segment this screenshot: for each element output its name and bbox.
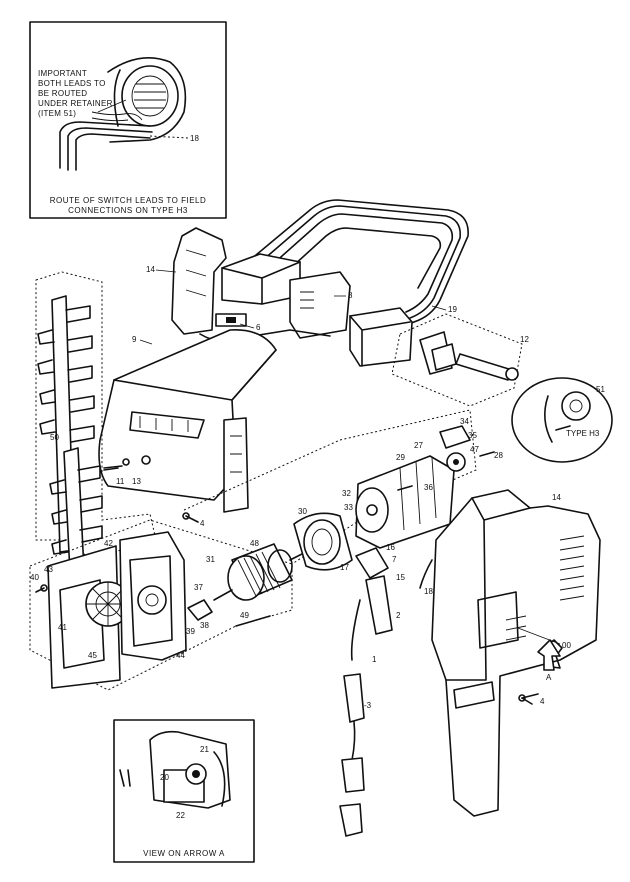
callout-4-upper: 4: [200, 519, 205, 528]
armature-48: [213, 543, 307, 627]
callout-3: -3: [364, 701, 372, 710]
callout-00: 00: [562, 641, 571, 650]
inset-note-line-1: IMPORTANT: [38, 69, 87, 78]
inset-note-line-3: BE ROUTED: [38, 89, 87, 98]
callout-38: 38: [200, 621, 209, 630]
callout-42: 42: [104, 539, 113, 548]
callout-16: 16: [386, 543, 395, 552]
arrow-a-label: A: [546, 673, 552, 682]
callout-37: 37: [194, 583, 203, 592]
gear-case-assembly: [29, 519, 293, 691]
callout-29: 29: [396, 453, 405, 462]
callout-36: 36: [424, 483, 433, 492]
callout-30: 30: [298, 507, 307, 516]
callout-39: 39: [186, 627, 195, 636]
callout-9: 9: [132, 335, 137, 344]
callout-1: 1: [372, 655, 377, 664]
inset-bottom-caption: VIEW ON ARROW A: [143, 849, 225, 858]
callout-6: 6: [256, 323, 261, 332]
callout-7: 7: [392, 555, 397, 564]
callout-44: 44: [176, 651, 185, 660]
callout-8: 8: [348, 291, 353, 300]
callout-13: 13: [132, 477, 141, 486]
callout-41: 41: [58, 623, 67, 632]
callout-45: 45: [88, 651, 97, 660]
callout-18: 18: [424, 587, 433, 596]
handle-guard-19: [249, 199, 469, 367]
callout-15: 15: [396, 573, 405, 582]
inset-caption-line-1: ROUTE OF SWITCH LEADS TO FIELD: [50, 196, 207, 205]
callout-33: 33: [344, 503, 353, 512]
field-and-motor-housing: [183, 409, 495, 571]
inset-frame: [29, 21, 227, 219]
screws: [103, 467, 533, 705]
callout-48: 48: [250, 539, 259, 548]
callout-19: 19: [448, 305, 457, 314]
callout-31: 31: [206, 555, 215, 564]
callout-2: 2: [396, 611, 401, 620]
part-number-callouts: 14 8 6 19 9 12 34 35 27 47 28 29 32 36 3…: [30, 265, 571, 710]
callout-35: 35: [468, 431, 477, 440]
side-plate-group-12: [391, 313, 523, 407]
callout-49: 49: [240, 611, 249, 620]
motor-cover-9: [98, 329, 277, 513]
inset-note-line-4: UNDER RETAINER: [38, 99, 113, 108]
field-coil-sketch: [59, 56, 187, 171]
inset-callout-18: 18: [190, 134, 199, 143]
callout-40: 40: [30, 573, 39, 582]
callout-34: 34: [460, 417, 469, 426]
type-h3-label: TYPE H3: [566, 429, 600, 438]
callout-17: 17: [340, 563, 349, 572]
inset-bottom-frame: [113, 719, 255, 863]
callout-12: 12: [520, 335, 529, 344]
callout-28: 28: [494, 451, 503, 460]
inset-bottom-callout-21: 21: [200, 745, 209, 754]
inset-note-line-5: (ITEM 51): [38, 109, 76, 118]
callout-27: 27: [414, 441, 423, 450]
inset-caption-line-2: CONNECTIONS ON TYPE H3: [68, 206, 188, 215]
inset-view-on-arrow-a: 21 20 22 VIEW ON ARROW A: [113, 719, 255, 863]
inset-bottom-callout-20: 20: [160, 773, 169, 782]
callout-14-top: 14: [146, 265, 155, 274]
callout-50: 50: [50, 433, 59, 442]
type-h3-detail: TYPE H3 51: [511, 377, 613, 463]
inset-note-line-2: BOTH LEADS TO: [38, 79, 106, 88]
switch-housing-upper: [171, 227, 351, 342]
callout-32: 32: [342, 489, 351, 498]
callout-14-side: 14: [552, 493, 561, 502]
callout-4-lower: 4: [540, 697, 545, 706]
type-h3-callout-51: 51: [596, 385, 605, 394]
callout-47: 47: [470, 445, 479, 454]
inset-switch-lead-routing: IMPORTANT BOTH LEADS TO BE ROUTED UNDER …: [29, 21, 227, 219]
callout-11: 11: [116, 477, 125, 486]
outer-housing-14: [431, 489, 601, 817]
inset-bottom-callout-22: 22: [176, 811, 185, 820]
callout-43: 43: [44, 565, 53, 574]
view-arrow-a: A: [537, 639, 561, 682]
switch-cord-plug: [339, 547, 433, 837]
